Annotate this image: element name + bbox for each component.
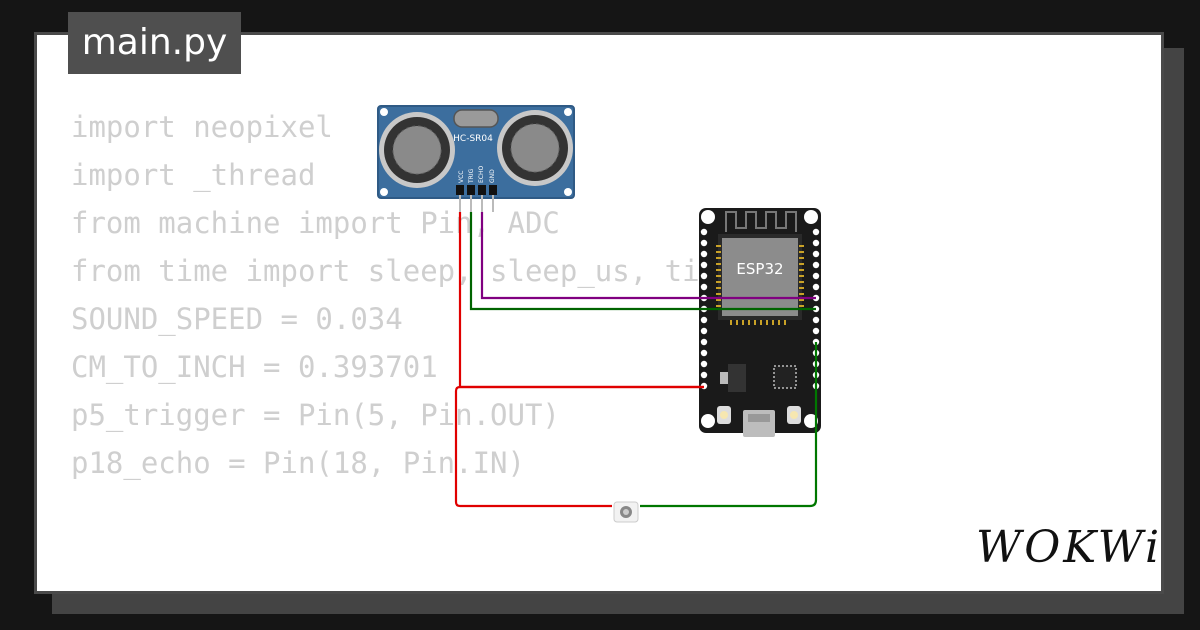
code-line: import neopixel (71, 110, 333, 144)
wokwi-logo: WOKWi (976, 522, 1163, 573)
wire-led-data[interactable] (640, 342, 818, 508)
pin-label-echo: ECHO (478, 166, 485, 183)
code-line: p18_echo = Pin(18, Pin.IN) (71, 446, 525, 480)
code-line: CM_TO_INCH = 0.393701 (71, 350, 438, 384)
neopixel-led[interactable] (613, 501, 639, 523)
code-line: SOUND_SPEED = 0.034 (71, 302, 403, 336)
chip-label: ESP32 (736, 260, 783, 278)
pin-label-gnd: GND (489, 169, 496, 183)
pin-label-trig: TRIG (468, 168, 475, 184)
transducer-left (379, 112, 455, 188)
wire-echo[interactable] (480, 212, 816, 300)
code-line: from machine import Pin, ADC (71, 206, 560, 240)
code-line: p5_trigger = Pin(5, Pin.OUT) (71, 398, 560, 432)
code-line: import _thread (71, 158, 316, 192)
wires (454, 212, 818, 508)
wire-trig[interactable] (469, 212, 816, 311)
wire-vcc[interactable] (458, 212, 704, 389)
sensor-label: HC-SR04 (453, 134, 493, 144)
file-tab[interactable]: main.py (68, 12, 241, 74)
pin-label-vcc: VCC (458, 171, 465, 183)
ultrasonic-sensor[interactable]: HC-SR04 VCC TRIG ECHO GND (377, 105, 575, 212)
esp32-board[interactable]: ESP32 (699, 208, 821, 437)
wire-led-power[interactable] (454, 385, 704, 508)
transducer-right (497, 110, 573, 186)
